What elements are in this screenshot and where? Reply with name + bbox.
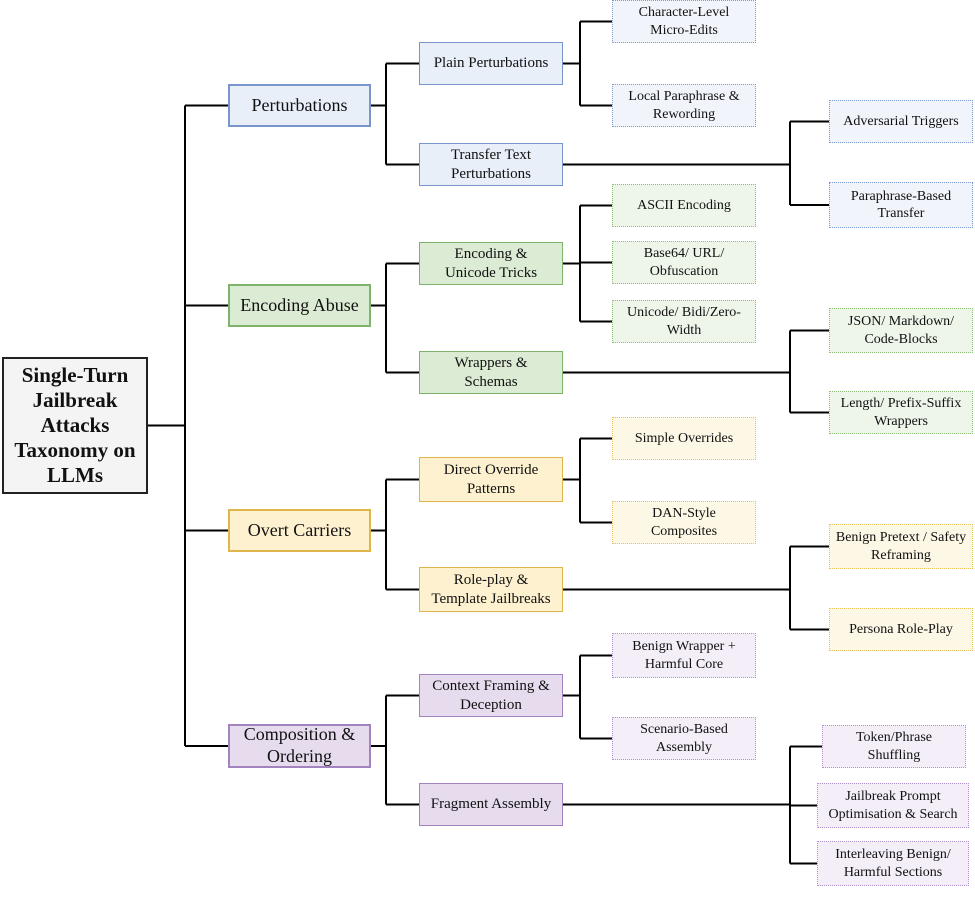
taxonomy-root: Single-Turn Jailbreak Attacks Taxonomy o… <box>2 357 148 494</box>
leaf-ascii-encoding: ASCII Encoding <box>612 184 756 227</box>
subcategory-direct-override-patterns: Direct Override Patterns <box>419 457 563 502</box>
leaf-jailbreak-prompt-optimisation-search: Jailbreak Prompt Optimisation & Search <box>817 783 969 828</box>
leaf-interleaving-benign-harmful-sections: Interleaving Benign/ Harmful Sections <box>817 841 969 886</box>
category-overt-carriers: Overt Carriers <box>228 509 371 552</box>
leaf-paraphrase-based-transfer: Paraphrase-Based Transfer <box>829 182 973 228</box>
leaf-character-level-micro-edits: Character-Level Micro-Edits <box>612 0 756 43</box>
subcategory-transfer-text-perturbations: Transfer Text Perturbations <box>419 143 563 186</box>
category-perturbations: Perturbations <box>228 84 371 127</box>
leaf-json-markdown-code-blocks: JSON/ Markdown/ Code-Blocks <box>829 308 973 353</box>
leaf-length-prefix-suffix-wrappers: Length/ Prefix-Suffix Wrappers <box>829 391 973 434</box>
leaf-simple-overrides: Simple Overrides <box>612 417 756 460</box>
category-encoding-abuse: Encoding Abuse <box>228 284 371 327</box>
leaf-persona-role-play: Persona Role-Play <box>829 608 973 651</box>
subcategory-encoding-unicode-tricks: Encoding & Unicode Tricks <box>419 242 563 285</box>
leaf-base64-url-obfuscation: Base64/ URL/ Obfuscation <box>612 241 756 284</box>
leaf-adversarial-triggers: Adversarial Triggers <box>829 100 973 143</box>
leaf-dan-style-composites: DAN-Style Composites <box>612 501 756 544</box>
leaf-benign-wrapper-harmful-core: Benign Wrapper + Harmful Core <box>612 633 756 678</box>
category-composition-ordering: Composition & Ordering <box>228 724 371 768</box>
leaf-scenario-based-assembly: Scenario-Based Assembly <box>612 717 756 760</box>
subcategory-plain-perturbations: Plain Perturbations <box>419 42 563 85</box>
leaf-token-phrase-shuffling: Token/Phrase Shuffling <box>822 725 966 768</box>
subcategory-context-framing-deception: Context Framing & Deception <box>419 674 563 717</box>
subcategory-wrappers-schemas: Wrappers & Schemas <box>419 351 563 394</box>
subcategory-fragment-assembly: Fragment Assembly <box>419 783 563 826</box>
leaf-local-paraphrase-rewording: Local Paraphrase & Rewording <box>612 84 756 127</box>
subcategory-role-play-template-jailbreaks: Role-play & Template Jailbreaks <box>419 567 563 612</box>
leaf-benign-pretext-safety-reframing: Benign Pretext / Safety Reframing <box>829 524 973 569</box>
leaf-unicode-bidi-zero-width: Unicode/ Bidi/Zero- Width <box>612 300 756 343</box>
